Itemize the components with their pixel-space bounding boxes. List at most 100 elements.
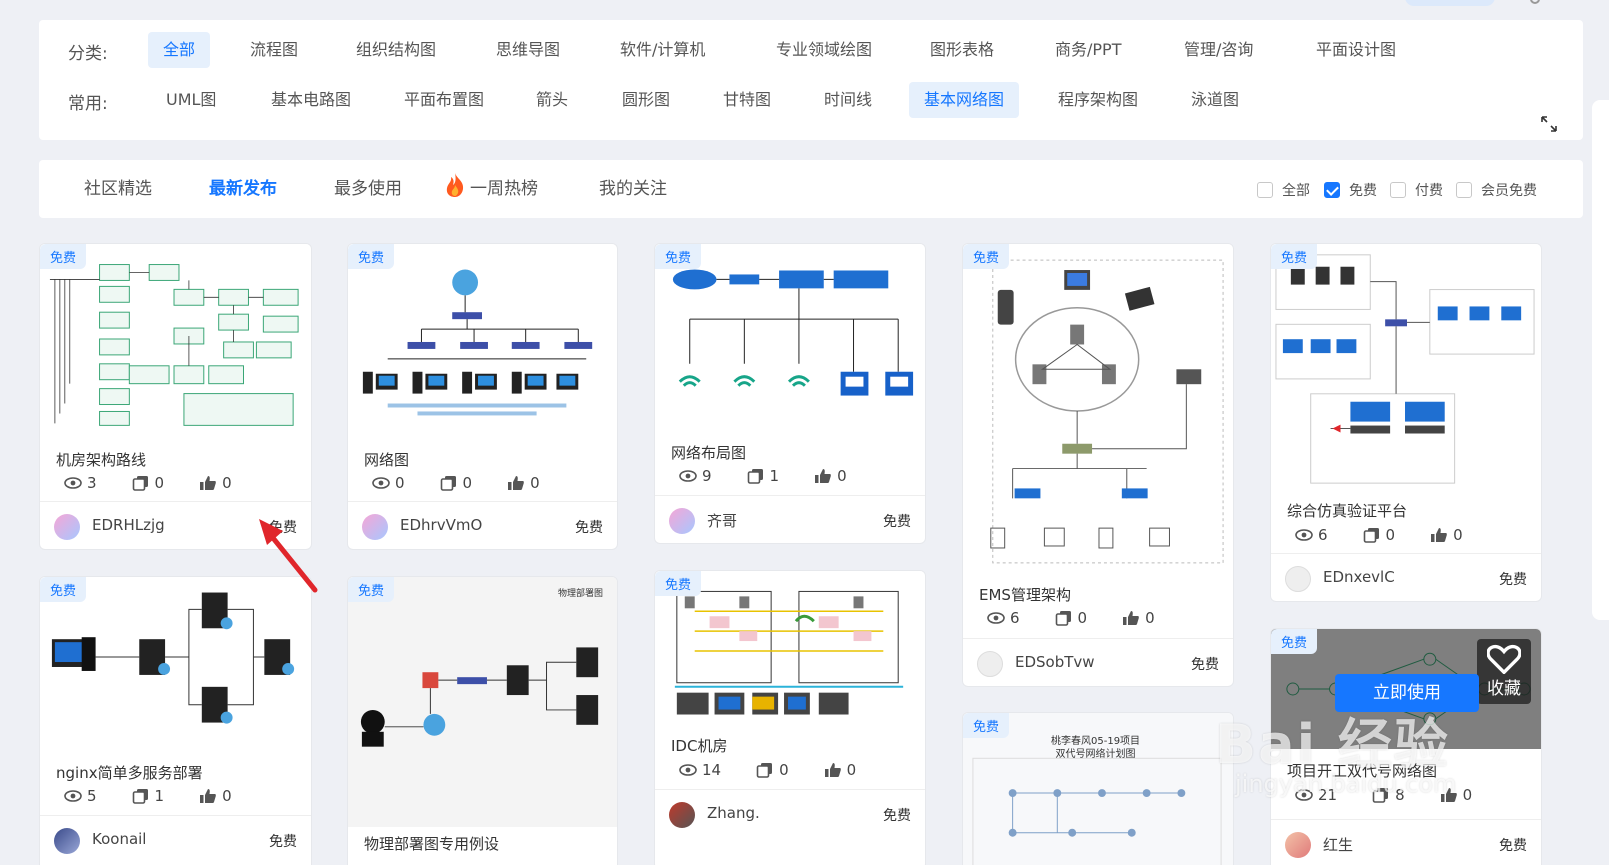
checkbox-member[interactable] [1456, 182, 1472, 198]
avatar[interactable] [669, 508, 695, 534]
author-name[interactable]: EDnxevlC [1323, 568, 1395, 586]
category-org-chart[interactable]: 组织结构图 [356, 40, 437, 59]
author-name[interactable]: Zhang. [707, 804, 760, 822]
common-floor-plan[interactable]: 平面布置图 [404, 90, 485, 109]
avatar[interactable] [362, 514, 388, 540]
card-title[interactable]: 物理部署图专用例设 [364, 835, 500, 853]
tab-latest[interactable]: 最新发布 [209, 179, 277, 199]
template-thumbnail[interactable] [963, 713, 1233, 865]
template-card[interactable]: 免费 桃李春风05-19项目 双代号网络计划图 [962, 712, 1234, 865]
common-program-arch[interactable]: 程序架构图 [1058, 90, 1139, 109]
common-uml[interactable]: UML图 [166, 90, 217, 109]
category-table[interactable]: 图形表格 [930, 40, 995, 59]
free-tag: 免费 [1271, 244, 1318, 269]
author-name[interactable]: EDSobTvw [1015, 653, 1095, 671]
price-filter-member[interactable]: 会员免费 [1456, 181, 1537, 199]
eye-icon [1295, 527, 1313, 543]
card-title[interactable]: nginx简单多服务部署 [56, 764, 203, 782]
copy-icon [1055, 610, 1073, 626]
price-filter-free[interactable]: 免费 [1324, 181, 1377, 199]
author-name[interactable]: EDRHLzjg [92, 516, 165, 534]
avatar[interactable] [54, 828, 80, 854]
annotation-arrow-icon [259, 519, 318, 593]
category-business[interactable]: 商务/PPT [1055, 40, 1122, 59]
author-name[interactable]: Koonail [92, 830, 147, 848]
template-thumbnail[interactable] [655, 571, 925, 726]
use-now-button[interactable]: 立即使用 [1335, 674, 1479, 712]
card-title[interactable]: 网络图 [364, 451, 410, 469]
common-timeline[interactable]: 时间线 [824, 90, 873, 109]
favorite-button[interactable]: 收藏 [1477, 639, 1531, 705]
category-graphic-design[interactable]: 平面设计图 [1316, 40, 1397, 59]
common-gantt[interactable]: 甘特图 [723, 90, 772, 109]
category-software[interactable]: 软件/计算机 [620, 40, 706, 59]
eye-icon [679, 762, 697, 778]
tab-community[interactable]: 社区精选 [84, 179, 152, 199]
template-thumbnail[interactable] [1271, 244, 1541, 489]
template-card[interactable]: 免费 nginx简单多服务部署 5 1 0 Koonail 免费 [39, 576, 312, 865]
template-thumbnail[interactable] [963, 244, 1233, 574]
template-card[interactable]: 免费 IDC机房 14 0 0 Zhang. 免费 [654, 570, 926, 865]
template-card[interactable]: 免费 网络布局图 9 1 0 齐哥 免费 [654, 243, 926, 544]
avatar[interactable] [1285, 832, 1311, 858]
card-title[interactable]: 网络布局图 [671, 444, 747, 462]
top-settings-icon[interactable] [1530, 0, 1540, 4]
checkbox-all[interactable] [1257, 182, 1273, 198]
card-title[interactable]: 机房架构路线 [56, 451, 147, 469]
copy-count: 0 [756, 761, 789, 779]
checkbox-free[interactable] [1324, 182, 1340, 198]
tab-following[interactable]: 我的关注 [599, 179, 667, 199]
card-title[interactable]: 项目开工双代号网络图 [1287, 762, 1438, 780]
template-thumbnail[interactable]: 收藏 立即使用 [1271, 629, 1541, 749]
tab-most-used[interactable]: 最多使用 [334, 179, 402, 199]
top-user-pill[interactable] [1405, 0, 1495, 6]
template-card-hovered[interactable]: 收藏 立即使用 免费 项目开工双代号网络图 21 8 0 红生 免费 [1270, 628, 1542, 865]
template-card[interactable]: 免费 综合仿真验证平台 6 0 0 EDnxevlC 免费 [1270, 243, 1542, 602]
copy-icon [440, 475, 458, 491]
card-title[interactable]: IDC机房 [671, 737, 728, 755]
card-footer: 红生 免费 [1271, 819, 1541, 865]
category-professional[interactable]: 专业领域绘图 [776, 40, 873, 59]
card-title[interactable]: EMS管理架构 [979, 586, 1071, 604]
price-filter-all[interactable]: 全部 [1257, 181, 1310, 199]
checkbox-paid[interactable] [1390, 182, 1406, 198]
common-circle[interactable]: 圆形图 [622, 90, 671, 109]
free-tag: 免费 [963, 244, 1010, 269]
category-mind-map[interactable]: 思维导图 [496, 40, 561, 59]
template-card[interactable]: 免费 网络图 0 0 0 EDhrvVmO 免费 [347, 243, 618, 550]
avatar[interactable] [54, 514, 80, 540]
nginx-deploy-thumbnail [51, 592, 295, 724]
category-all[interactable]: 全部 [148, 32, 211, 68]
double-code-network-thumbnail [972, 757, 1222, 865]
category-management[interactable]: 管理/咨询 [1184, 40, 1254, 59]
template-thumbnail[interactable] [348, 577, 617, 827]
avatar[interactable] [977, 651, 1003, 677]
category-flowchart[interactable]: 流程图 [250, 40, 299, 59]
flow-diagram-thumbnail [49, 264, 299, 426]
template-thumbnail[interactable] [655, 244, 925, 429]
common-arrow[interactable]: 箭头 [536, 90, 569, 109]
tab-weekly-hot[interactable]: 一周热榜 [444, 160, 538, 218]
common-swimlane[interactable]: 泳道图 [1191, 90, 1240, 109]
thumbs-up-icon [199, 475, 217, 491]
thumbnail-heading: 桃李春风05-19项目 双代号网络计划图 [1051, 736, 1141, 760]
price-filter-free-label: 免费 [1349, 183, 1377, 199]
template-thumbnail[interactable] [40, 577, 311, 752]
author-name[interactable]: EDhrvVmO [400, 516, 483, 534]
template-thumbnail[interactable] [348, 244, 617, 434]
template-card[interactable]: 免费 EMS管理架构 6 0 0 EDSobTvw 免费 [962, 243, 1234, 687]
avatar[interactable] [1285, 566, 1311, 592]
common-network[interactable]: 基本网络图 [909, 82, 1020, 118]
template-card[interactable]: 免费 机房架构路线 3 0 0 EDRHLzjg 免费 [39, 243, 312, 550]
card-title[interactable]: 综合仿真验证平台 [1287, 502, 1408, 520]
template-thumbnail[interactable] [40, 244, 311, 434]
author-name[interactable]: 齐哥 [707, 512, 738, 530]
price-filter-paid[interactable]: 付费 [1390, 181, 1443, 199]
copy-count: 8 [1372, 786, 1405, 804]
common-circuit[interactable]: 基本电路图 [271, 90, 352, 109]
template-card[interactable]: 免费 物理部署图 物理部署图专用例设 [347, 576, 618, 865]
view-count: 6 [1295, 526, 1328, 544]
author-name[interactable]: 红生 [1323, 836, 1354, 854]
avatar[interactable] [669, 802, 695, 828]
expand-icon[interactable] [1541, 116, 1557, 132]
